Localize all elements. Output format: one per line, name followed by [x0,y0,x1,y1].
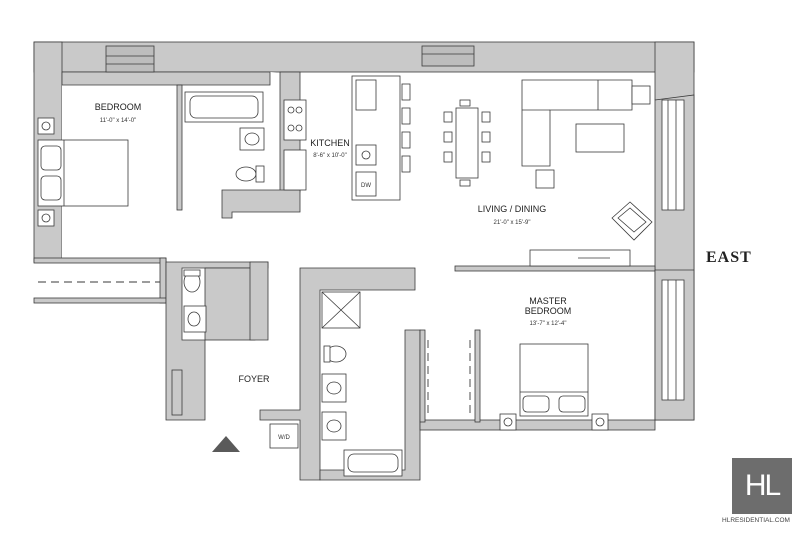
windows-top [105,45,475,73]
living-dims: 21'-0" x 15'-9" [494,220,531,226]
master-dims: 13'-7" x 12'-4" [530,321,567,327]
master-label-line1: MASTER [529,296,567,306]
brand-website: HLRESIDENTIAL.COM [722,517,790,524]
brand-logo: HL [732,458,792,514]
bedroom-label: BEDROOM [95,102,142,112]
washer-dryer-label: W/D [278,435,290,441]
kitchen-dims: 8'-6" x 10'-0" [313,153,347,159]
entry-marker [212,436,240,452]
kitchen-label: KITCHEN [310,138,350,148]
dishwasher-label: DW [361,183,371,189]
foyer-label: FOYER [238,374,270,384]
compass-east-label: EAST [706,249,752,266]
closet-lines [38,281,471,415]
fixtures [37,75,653,477]
windows-east [661,99,685,401]
master-label-line2: BEDROOM [525,306,572,316]
living-label: LIVING / DINING [478,204,547,214]
bedroom-dims: 11'-0" x 14'-0" [100,118,136,124]
brand-logo-text: HL [744,469,781,502]
